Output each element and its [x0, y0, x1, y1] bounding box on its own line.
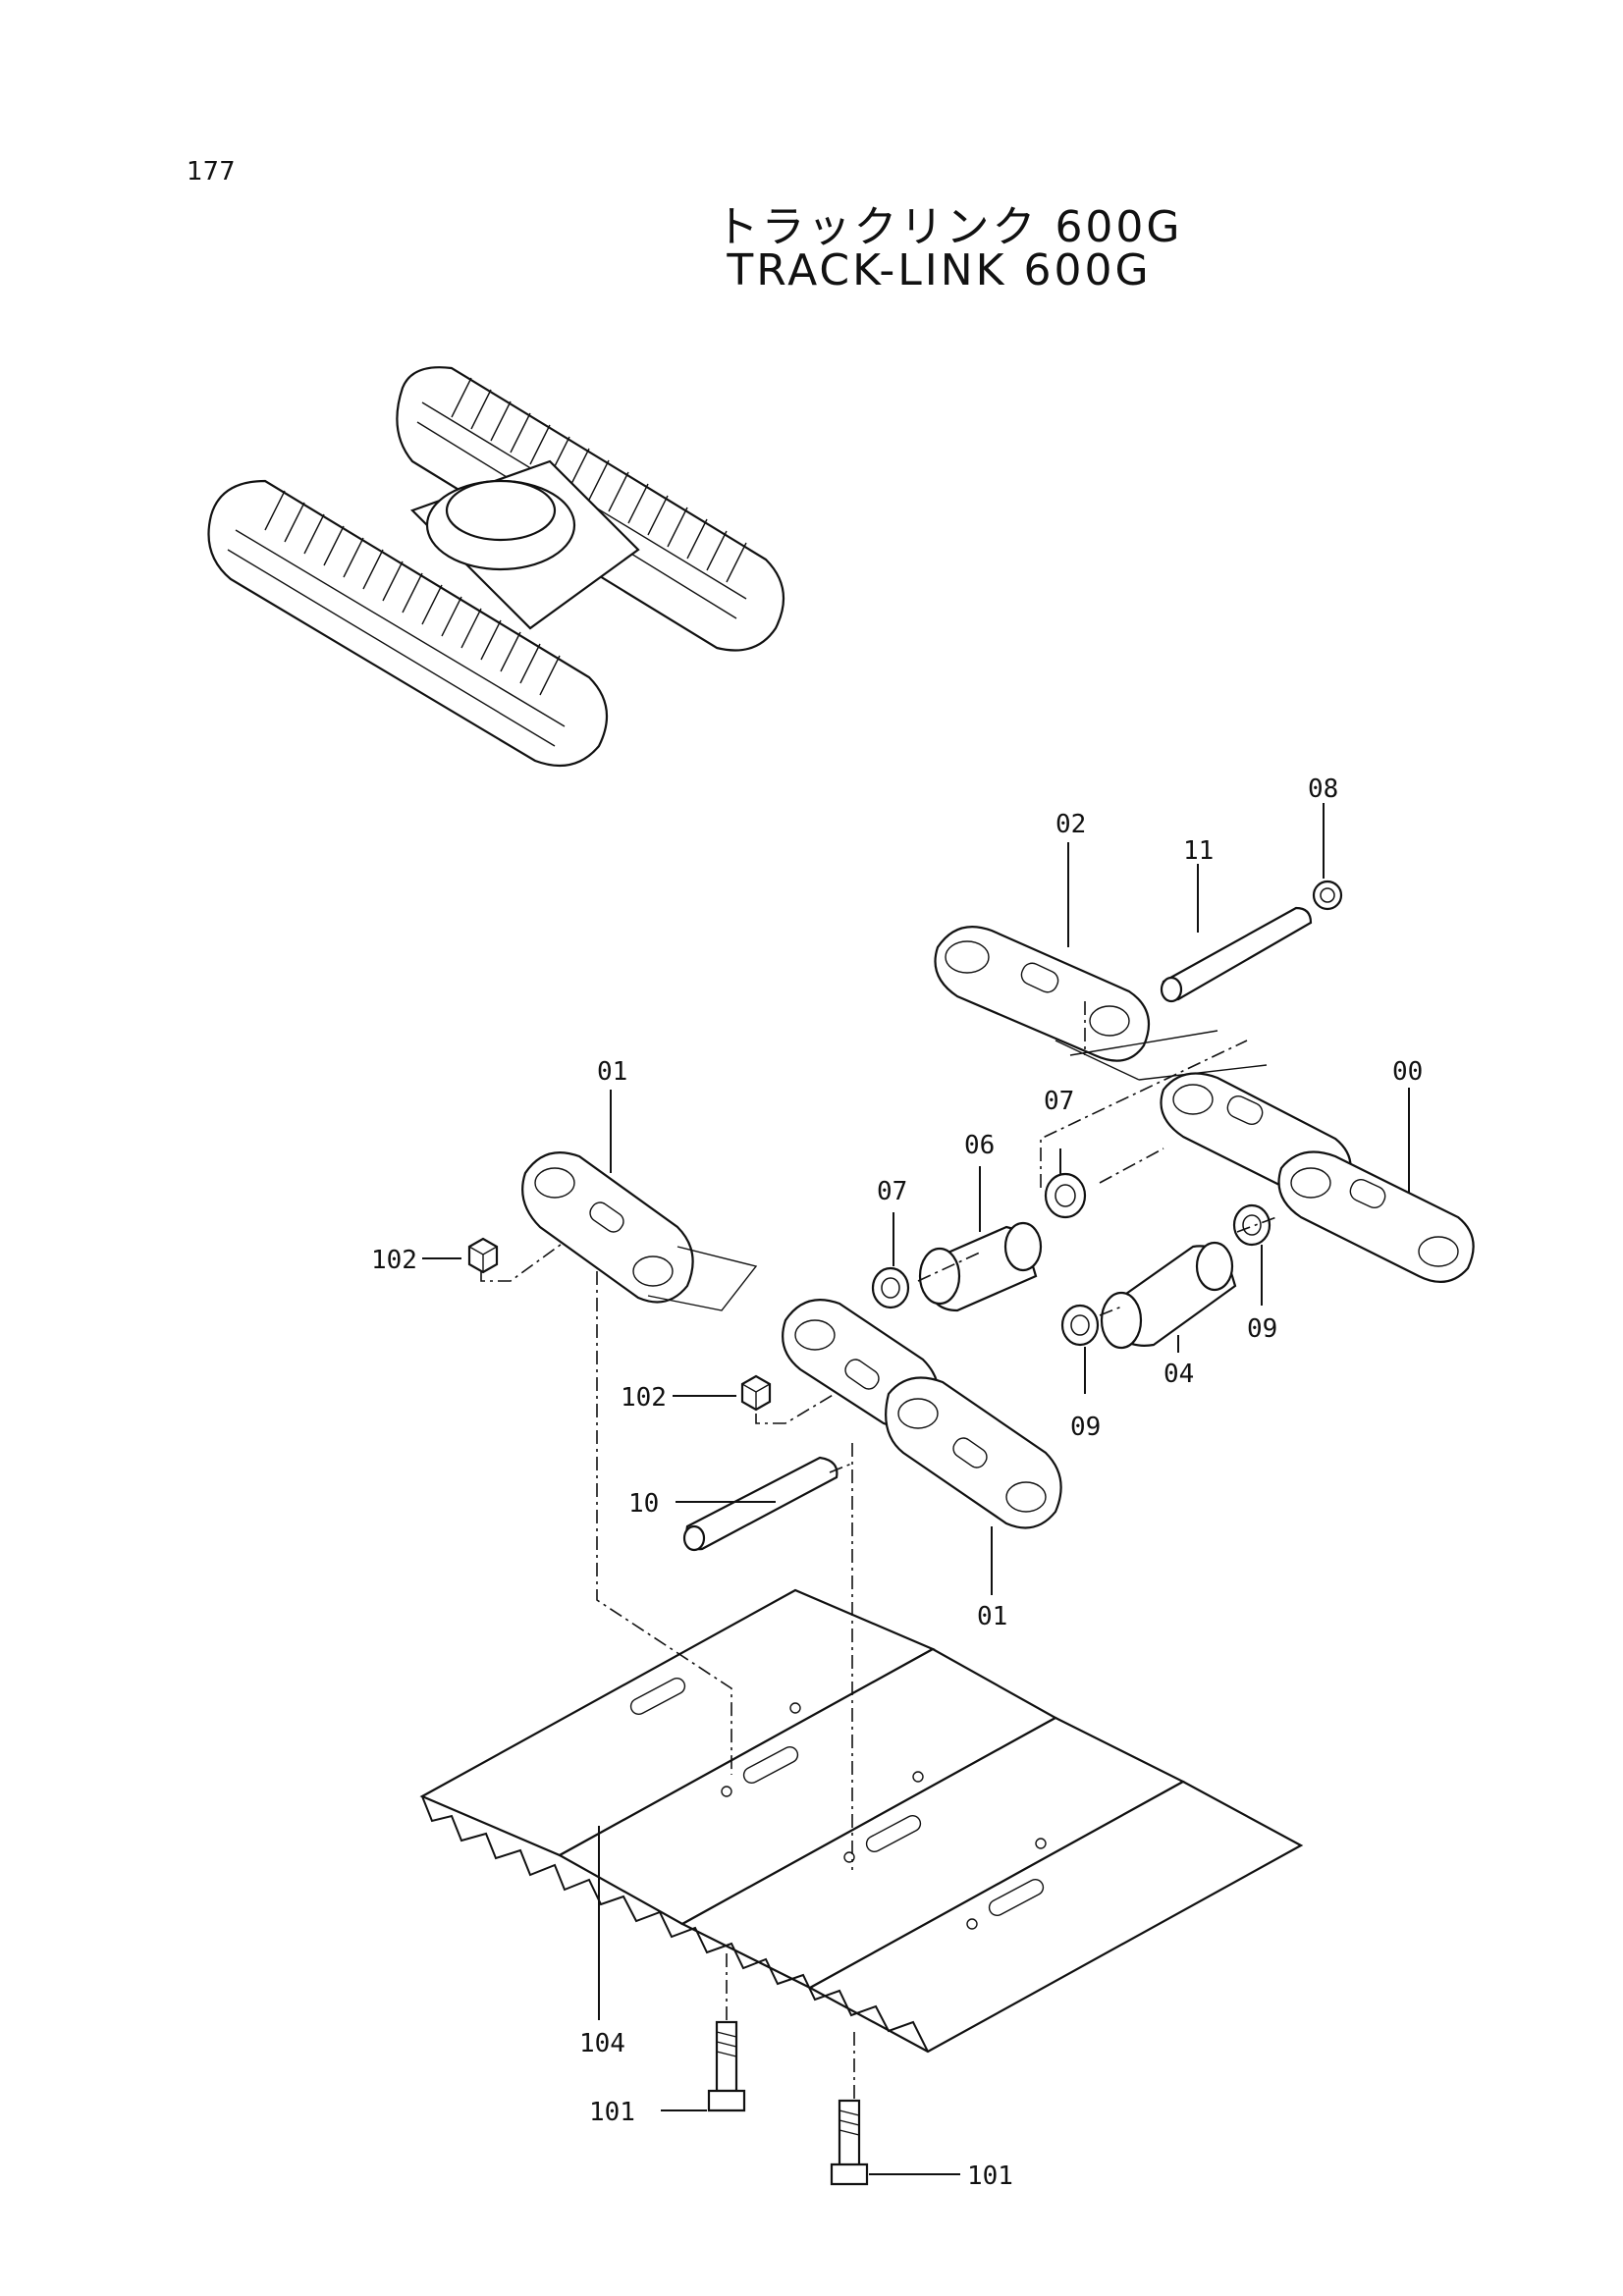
part-07-seal-upper	[1044, 1172, 1087, 1219]
title-japanese: トラックリンク 600G	[715, 202, 1183, 252]
assembly-lines	[480, 1001, 1277, 2099]
front-track-belt	[207, 479, 609, 768]
callout-04: 04	[1163, 1360, 1194, 1389]
callout-07-upper: 07	[1044, 1087, 1074, 1116]
callout-11: 11	[1183, 836, 1214, 866]
callout-01-lower: 01	[977, 1602, 1007, 1631]
part-09-seal-right	[1232, 1203, 1271, 1247]
part-04-bushing	[1100, 1241, 1237, 1350]
part-101-bolt-left	[707, 2020, 746, 2112]
callout-10: 10	[628, 1489, 659, 1519]
callout-00: 00	[1392, 1057, 1423, 1087]
callout-07-lower: 07	[877, 1177, 907, 1206]
part-11-pin	[1160, 906, 1313, 1003]
part-06-bushing	[918, 1221, 1043, 1312]
leader-lines	[422, 803, 1410, 2175]
undercarriage-overview	[207, 366, 785, 768]
callout-02: 02	[1055, 810, 1086, 839]
part-101-bolt-right	[830, 2099, 869, 2186]
part-10-pin	[682, 1456, 839, 1552]
part-07-seal-lower	[871, 1266, 910, 1309]
callout-09-right: 09	[1247, 1314, 1277, 1344]
callout-labels: 02 11 08 00 01 07 06 07 09 04 09 01 10 1…	[371, 774, 1423, 2191]
part-01-link-middle	[782, 1299, 1062, 1529]
callout-101-left: 101	[589, 2098, 635, 2127]
part-102-nut-upper	[467, 1237, 499, 1274]
page-number: 177	[187, 157, 236, 187]
part-08-snap-ring	[1312, 880, 1343, 911]
part-01-link-upper	[521, 1151, 758, 1311]
part-09-seal-left	[1060, 1304, 1100, 1347]
part-02-track-link	[934, 926, 1268, 1081]
part-104-track-shoes	[419, 1588, 1304, 2054]
title-english: TRACK-LINK 600G	[727, 245, 1152, 295]
callout-08: 08	[1308, 774, 1338, 804]
callout-09-left: 09	[1070, 1413, 1101, 1442]
callout-104: 104	[579, 2029, 625, 2058]
part-102-nut-lower	[740, 1374, 772, 1412]
callout-01-upper: 01	[597, 1057, 627, 1087]
callout-06: 06	[964, 1131, 995, 1160]
callout-102-upper: 102	[371, 1246, 417, 1275]
callout-102-lower: 102	[621, 1383, 667, 1413]
callout-101-right: 101	[967, 2162, 1013, 2191]
part-00-link-assembly	[1160, 1072, 1475, 1284]
